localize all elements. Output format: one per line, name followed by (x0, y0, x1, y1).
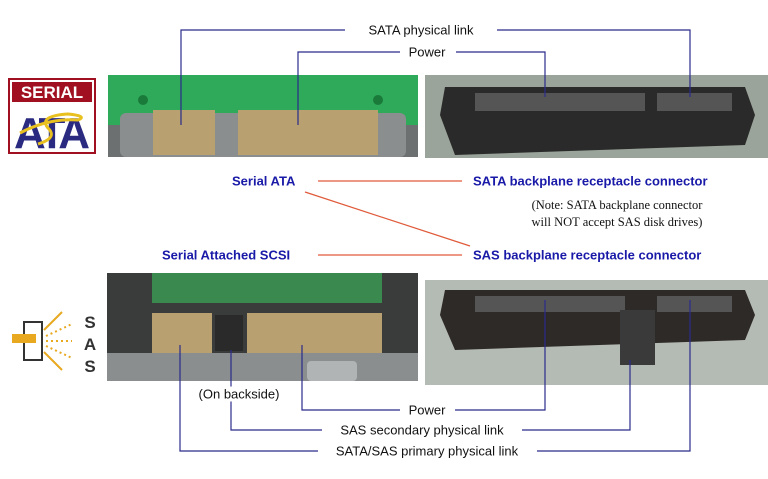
compatibility-note: (Note: SATA backplane connector will NOT… (497, 197, 737, 231)
svg-text:S: S (84, 313, 95, 332)
note-line-1: (Note: SATA backplane connector (531, 198, 703, 212)
power-label-top: Power (405, 44, 449, 60)
serial-ata-logo: SERIAL ATA (8, 78, 96, 154)
svg-text:A: A (84, 335, 96, 354)
on-backside-label: (On backside) (195, 386, 283, 402)
sata-physical-link-label: SATA physical link (365, 22, 477, 38)
sas-drive-connector-photo (107, 273, 418, 381)
serial-attached-scsi-label: Serial Attached SCSI (162, 247, 291, 263)
svg-text:SERIAL: SERIAL (21, 83, 83, 102)
serial-ata-label: Serial ATA (232, 173, 296, 189)
primary-link-label: SATA/SAS primary physical link (332, 443, 522, 459)
sas-backplane-label: SAS backplane receptacle connector (473, 247, 702, 263)
sas-logo: S A S (12, 311, 96, 376)
sata-backplane-photo (425, 75, 768, 158)
power-label-bottom: Power (405, 402, 449, 418)
svg-text:S: S (84, 357, 95, 376)
sas-backplane-photo (425, 280, 768, 385)
sas-secondary-link-label: SAS secondary physical link (337, 422, 507, 438)
note-line-2: will NOT accept SAS disk drives) (531, 215, 703, 229)
sata-drive-connector-photo (108, 75, 418, 157)
sata-backplane-label: SATA backplane receptacle connector (473, 173, 708, 189)
